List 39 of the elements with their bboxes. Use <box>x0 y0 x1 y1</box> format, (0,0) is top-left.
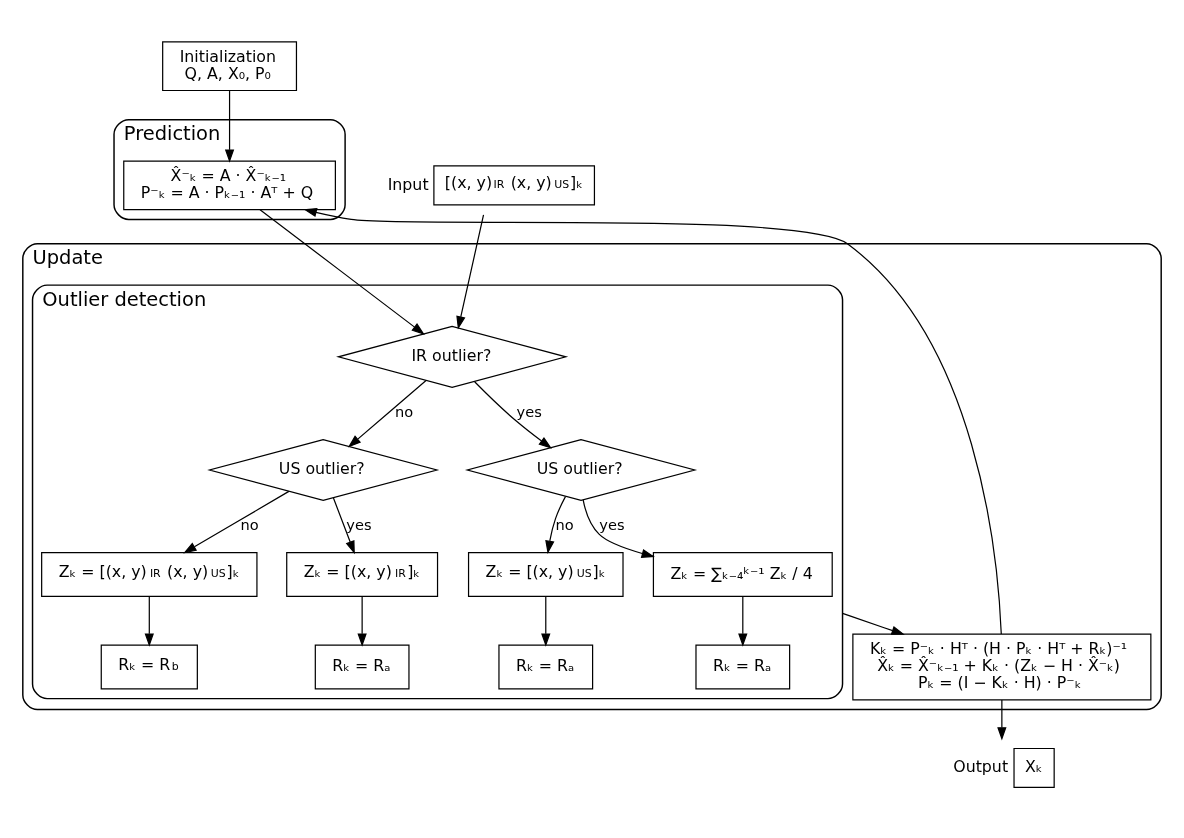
arrow <box>474 380 552 449</box>
node-box: [(x, y)IR (x, y)US]ₖ <box>433 164 596 205</box>
node-box: X̂⁻ₖ = A · X̂⁻ₖ₋₁ P⁻ₖ = A · Pₖ₋₁ · Aᵀ + Q <box>123 159 336 210</box>
node-box: Rₖ = Rₐ <box>314 644 410 689</box>
arrow <box>347 379 427 448</box>
node-box: Initialization Q, A, X₀, P₀ <box>162 40 298 91</box>
arrow <box>303 207 1002 635</box>
arrow <box>841 612 905 635</box>
arrow <box>456 213 485 330</box>
node-box: Zₖ = [(x, y)IR]ₖ <box>286 551 439 597</box>
node-label: Output <box>953 756 1009 776</box>
node-box: Rₖ = Rₐ <box>695 644 791 689</box>
arrow <box>738 595 748 647</box>
node-box: Xₖ <box>1013 747 1055 788</box>
node-box: Zₖ = ∑ₖ₋₄ᵏ⁻¹ Zₖ / 4 <box>652 551 833 597</box>
arrow <box>332 496 355 554</box>
edge-label: yes <box>599 515 625 533</box>
arrow <box>997 698 1007 741</box>
arrow <box>582 498 655 558</box>
node-diamond: IR outlier? <box>336 325 569 388</box>
arrow <box>357 595 367 647</box>
node-box: Kₖ = P⁻ₖ · Hᵀ · (H · Pₖ · Hᵀ + Rₖ)⁻¹ X̂ₖ = X̂⁻ₖ₋₁ + Kₖ · (Zₖ − H · X̂⁻ₖ) Pₖ = (I − Kₖ · H) · P⁻ₖ <box>852 633 1152 700</box>
edge-label: no <box>394 402 414 420</box>
arrow <box>541 595 551 647</box>
arrow <box>144 595 154 647</box>
edge-label: yes <box>346 515 372 533</box>
node-box: Rₖ = Rₐ <box>498 644 594 689</box>
node-diamond: US outlier? <box>207 438 440 501</box>
arrow <box>259 208 425 335</box>
node-box: Zₖ = [(x, y)US]ₖ <box>467 551 624 597</box>
arrow <box>224 89 235 163</box>
node-box: Zₖ = [(x, y)IR (x, y)US]ₖ <box>41 551 258 597</box>
arrow <box>183 490 290 553</box>
node-label: Input <box>387 174 429 194</box>
edge-label: no <box>240 515 259 533</box>
edge-label: yes <box>516 402 542 420</box>
arrow <box>545 495 567 554</box>
node-box: Rₖ = Rb <box>100 644 198 689</box>
edge-label: no <box>555 515 574 533</box>
